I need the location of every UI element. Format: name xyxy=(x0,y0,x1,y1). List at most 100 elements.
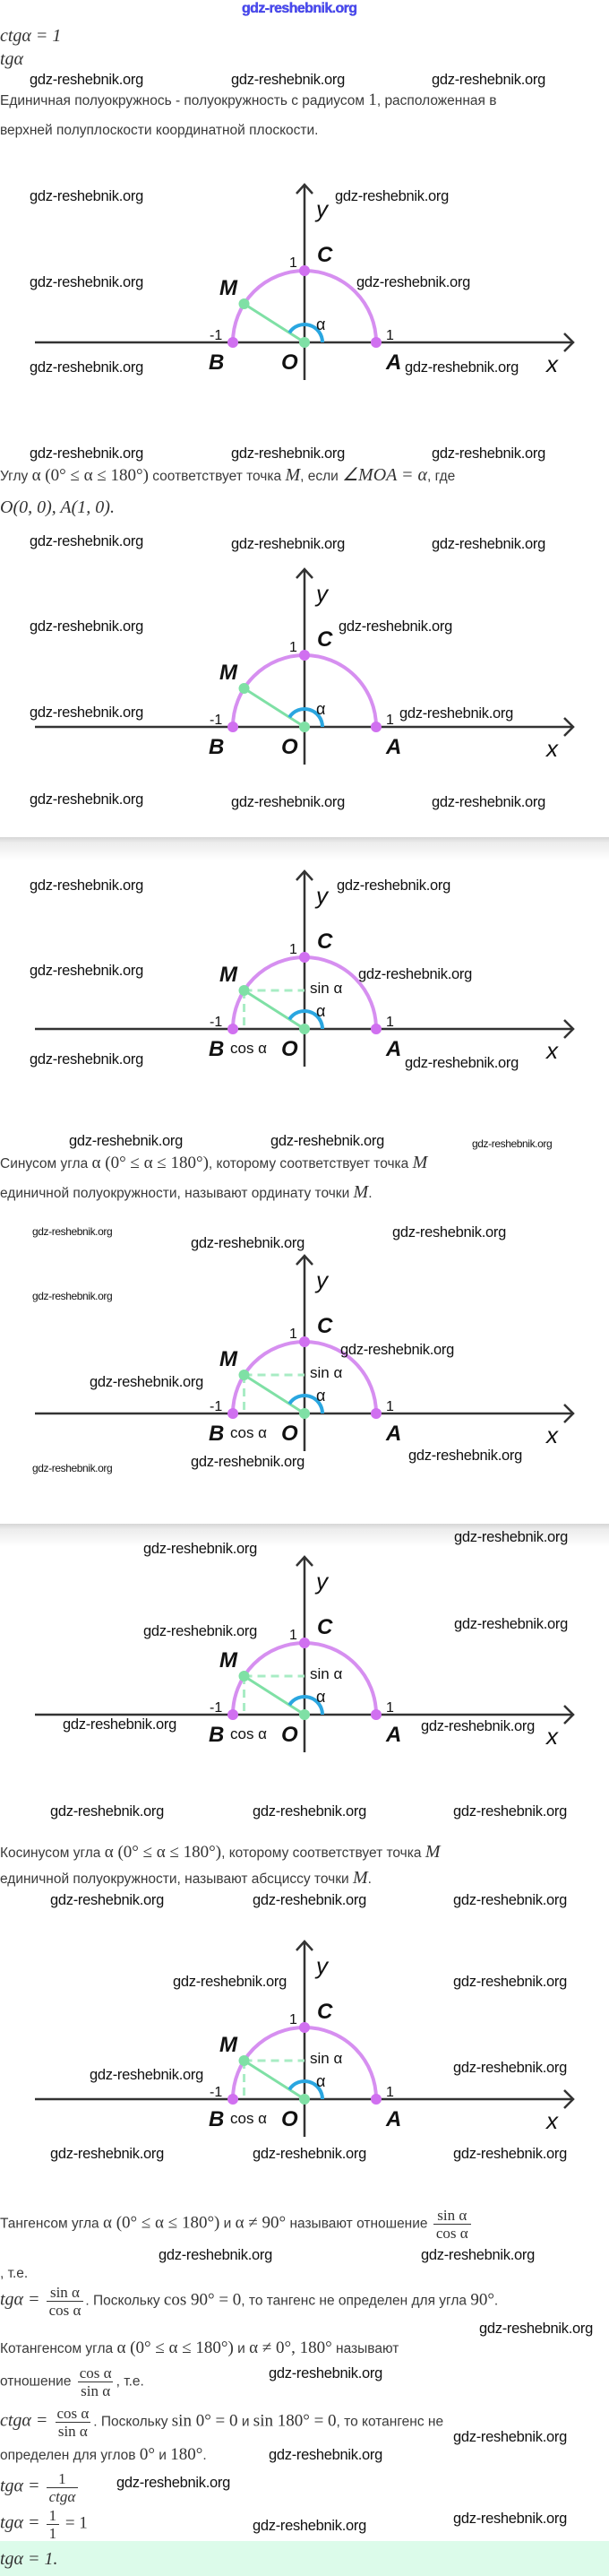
watermark-text: gdz-reshebnik.org xyxy=(143,1623,257,1639)
math: 90° xyxy=(470,2290,494,2310)
label-y: y xyxy=(314,1568,330,1595)
label-B: B xyxy=(209,1037,224,1061)
text: , которому соответствует точка xyxy=(208,1156,413,1171)
text: Углу xyxy=(0,469,32,484)
math: M xyxy=(352,1868,368,1888)
angle-arc xyxy=(287,1695,324,1716)
math: α (0° ≤ α ≤ 180°) xyxy=(91,1154,209,1172)
watermark-text: gdz-reshebnik.org xyxy=(32,1462,113,1474)
watermark-text: gdz-reshebnik.org xyxy=(270,1133,384,1149)
text: , то котангенс не xyxy=(336,2414,444,2430)
math: tgα = 1. xyxy=(0,2549,58,2569)
text: отношение xyxy=(0,2373,75,2390)
point-B xyxy=(227,722,238,732)
point-O xyxy=(299,337,310,348)
watermark-text: gdz-reshebnik.org xyxy=(191,1235,304,1251)
point-C xyxy=(299,650,310,661)
label-cos-alpha: cos α xyxy=(230,1424,267,1441)
paragraph-tangent-line2: , т.е. xyxy=(0,2266,29,2281)
watermark-text: gdz-reshebnik.org xyxy=(421,2247,535,2263)
watermark-text: gdz-reshebnik.org xyxy=(50,1892,164,1908)
radius-OM xyxy=(243,687,305,729)
watermark-text: gdz-reshebnik.org xyxy=(116,2475,230,2491)
point-C xyxy=(299,952,310,963)
text: определен для углов xyxy=(0,2448,140,2463)
watermark-text: gdz-reshebnik.org xyxy=(30,533,143,549)
label-O: O xyxy=(281,2107,298,2131)
math: α (0° ≤ α ≤ 180°) xyxy=(103,2213,220,2233)
math: tgα = xyxy=(0,2476,45,2496)
text: называют отношение xyxy=(286,2216,432,2232)
text: . Поскольку xyxy=(93,2414,172,2430)
label-minus-one: -1 xyxy=(210,2085,222,2100)
label-one-x: 1 xyxy=(386,2085,394,2100)
point-B xyxy=(227,1408,238,1419)
point-M xyxy=(238,2055,250,2067)
text: и xyxy=(154,2448,171,2463)
label-C: C xyxy=(317,929,333,954)
paragraph-sine-line1: Синусом угла α (0° ≤ α ≤ 180°), которому… xyxy=(0,1154,427,1173)
label-one-y: 1 xyxy=(289,1628,297,1643)
watermark-text: gdz-reshebnik.org xyxy=(479,2321,593,2337)
label-one-x: 1 xyxy=(386,1700,394,1716)
watermark-text: gdz-reshebnik.org xyxy=(231,794,345,810)
label-one-y: 1 xyxy=(289,1327,297,1342)
watermark-text: gdz-reshebnik.org xyxy=(453,1892,567,1908)
watermark-text: gdz-reshebnik.org xyxy=(90,2067,203,2083)
watermark-text: gdz-reshebnik.org xyxy=(432,536,545,552)
text: и xyxy=(219,2216,236,2232)
denominator: 1 xyxy=(46,2524,60,2542)
watermark-text: gdz-reshebnik.org xyxy=(356,274,470,290)
watermark-text: gdz-reshebnik.org xyxy=(253,2518,366,2534)
watermark-text: gdz-reshebnik.org xyxy=(453,2511,567,2527)
watermark-text: gdz-reshebnik.org xyxy=(159,2247,272,2263)
text: соответствует точка xyxy=(148,469,286,484)
watermark-text: gdz-reshebnik.org xyxy=(30,705,143,721)
watermark-text: gdz-reshebnik.org xyxy=(337,877,450,894)
label-O: O xyxy=(281,735,298,759)
x-axis-arrow-icon xyxy=(563,1404,575,1423)
math: α (0° ≤ α ≤ 180°) xyxy=(116,2338,234,2357)
angle-arc xyxy=(287,2079,324,2100)
label-alpha: α xyxy=(316,1002,325,1020)
math: α ≠ 0°, 180° xyxy=(249,2338,332,2357)
radius-OM xyxy=(243,989,305,1031)
label-A: A xyxy=(385,2107,401,2131)
text: . xyxy=(367,1871,372,1887)
point-O xyxy=(299,1709,310,1720)
label-cos-alpha: cos α xyxy=(230,1040,267,1057)
math: α (0° ≤ α ≤ 180°) xyxy=(104,1843,222,1862)
label-B: B xyxy=(209,735,224,759)
angle-arc xyxy=(287,1394,324,1414)
watermark-text: gdz-reshebnik.org xyxy=(399,705,513,722)
label-one-x: 1 xyxy=(386,328,394,343)
math: 0° xyxy=(139,2445,155,2464)
watermark-text: gdz-reshebnik.org xyxy=(432,794,545,810)
formula-ctg-given: ctgα = 1 xyxy=(0,27,61,47)
y-axis-arrow-icon xyxy=(296,567,313,579)
label-C: C xyxy=(317,2000,333,2024)
y-axis-arrow-icon xyxy=(296,869,313,881)
y-axis-arrow-icon xyxy=(296,1555,313,1567)
site-logo[interactable]: gdz-reshebnik.org xyxy=(242,1,357,16)
watermark-text: gdz-reshebnik.org xyxy=(191,1454,304,1470)
label-sin-alpha: sin α xyxy=(310,980,342,997)
label-M: M xyxy=(219,1347,238,1371)
point-C xyxy=(299,2022,310,2033)
point-A xyxy=(371,1024,382,1034)
watermark-text: gdz-reshebnik.org xyxy=(50,1803,164,1820)
watermark-text: gdz-reshebnik.org xyxy=(231,72,345,88)
x-axis-arrow-icon xyxy=(563,1705,575,1725)
math: O(0, 0), A(1, 0). xyxy=(0,497,115,517)
math: sin 180° = 0 xyxy=(253,2411,337,2431)
watermark-text: gdz-reshebnik.org xyxy=(30,963,143,979)
watermark-text: gdz-reshebnik.org xyxy=(335,188,449,204)
paragraph-cosine-line2: единичной полуокружности, называют абсци… xyxy=(0,1869,372,1889)
point-A xyxy=(371,2094,382,2105)
point-C xyxy=(299,265,310,276)
